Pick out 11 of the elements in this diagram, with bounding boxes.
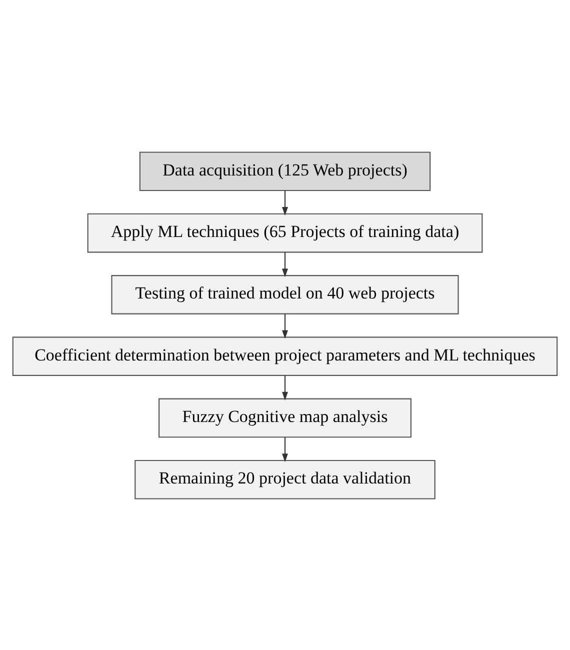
node-box: Testing of trained model on 40 web projects [111, 274, 459, 314]
arrow [282, 190, 288, 216]
arrow [282, 375, 288, 400]
node-box: Coefficient determination between project parameters and ML techniques [12, 336, 558, 376]
arrow [282, 313, 288, 338]
node-box: Remaining 20 project data validation [134, 459, 436, 499]
arrow [282, 436, 288, 462]
arrow [282, 252, 288, 277]
node-box: Data acquisition (125 Web projects) [139, 151, 431, 191]
node-box: Fuzzy Cognitive map analysis [158, 398, 412, 438]
node-box: Apply ML techniques (65 Projects of training data) [87, 212, 483, 252]
